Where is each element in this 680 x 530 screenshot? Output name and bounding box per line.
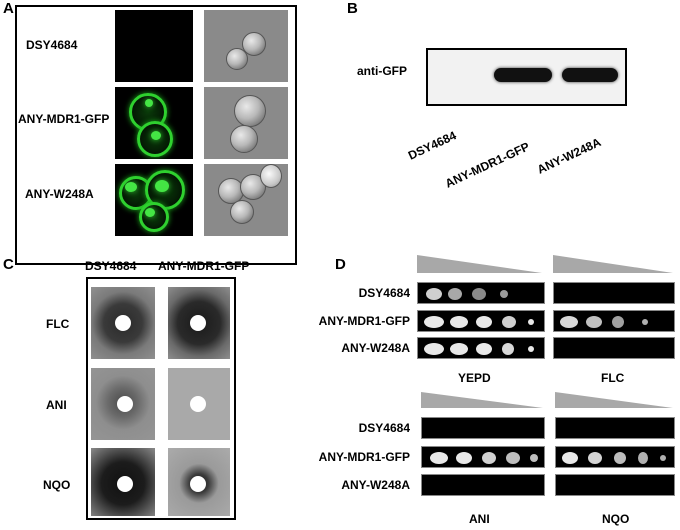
- spot-strip-nqo-dsy4684: [555, 417, 675, 439]
- panel-c-frame: [86, 277, 236, 520]
- dic-image-mdr1-gfp: [204, 87, 288, 159]
- halo-plate-dsy4684-nqo: [91, 448, 155, 516]
- panel-c-row-label-2: ANI: [46, 398, 67, 412]
- band-label: anti-GFP: [357, 64, 407, 78]
- spot-strip-yepd-w248a: [417, 337, 545, 359]
- panel-d-bottom-row-label-1: DSY4684: [358, 421, 410, 435]
- panel-c-row-label-1: FLC: [46, 317, 70, 331]
- condition-label-nqo: NQO: [602, 512, 630, 526]
- spot-strip-yepd-dsy4684: [417, 282, 545, 304]
- spot-strip-flc-w248a: [553, 337, 675, 359]
- western-blot: [426, 48, 627, 106]
- spot-strip-nqo-mdr1-gfp: [555, 446, 675, 468]
- spot-strip-flc-mdr1-gfp: [553, 310, 675, 332]
- dic-image-w248a: [204, 164, 288, 236]
- halo-plate-mdr1-gfp-nqo: [168, 448, 230, 516]
- panel-a-letter: A: [3, 0, 14, 17]
- spot-strip-ani-mdr1-gfp: [421, 446, 545, 468]
- fluor-image-w248a: [115, 164, 193, 236]
- blot-band-mdr1-gfp: [494, 68, 552, 82]
- dilution-wedge-yepd: [417, 255, 542, 273]
- halo-plate-mdr1-gfp-ani: [168, 368, 230, 440]
- blot-lane-label-2: ANY-MDR1-GFP: [443, 139, 532, 191]
- halo-plate-mdr1-gfp-flc: [168, 287, 230, 359]
- panel-d-top-row-label-3: ANY-W248A: [341, 341, 410, 355]
- halo-plate-dsy4684-flc: [91, 287, 155, 359]
- panel-b-letter: B: [347, 0, 358, 17]
- panel-a-row-label-3: ANY-W248A: [25, 187, 94, 201]
- dilution-wedge-nqo: [555, 392, 673, 408]
- panel-c-col-label-1: DSY4684: [85, 259, 137, 273]
- panel-d-bottom-row-label-2: ANY-MDR1-GFP: [318, 450, 410, 464]
- dic-image-dsy4684: [204, 10, 288, 82]
- dilution-wedge-flc: [553, 255, 673, 273]
- blot-band-w248a: [562, 68, 618, 82]
- spot-strip-flc-dsy4684: [553, 282, 675, 304]
- dilution-wedge-ani: [421, 392, 543, 408]
- condition-label-yepd: YEPD: [458, 371, 491, 385]
- spot-strip-ani-dsy4684: [421, 417, 545, 439]
- panel-d-top-row-label-2: ANY-MDR1-GFP: [318, 314, 410, 328]
- panel-c-col-label-2: ANY-MDR1-GFP: [158, 259, 250, 273]
- condition-label-ani: ANI: [469, 512, 490, 526]
- panel-a-row-label-1: DSY4684: [26, 38, 78, 52]
- panel-a-frame: [15, 5, 297, 265]
- condition-label-flc: FLC: [601, 371, 625, 385]
- panel-a-row-label-2: ANY-MDR1-GFP: [18, 112, 110, 126]
- panel-c-row-label-3: NQO: [43, 478, 71, 492]
- panel-d-bottom-row-label-3: ANY-W248A: [341, 478, 410, 492]
- panel-d-top-row-label-1: DSY4684: [358, 286, 410, 300]
- spot-strip-ani-w248a: [421, 474, 545, 496]
- fluor-image-dsy4684: [115, 10, 193, 82]
- blot-lane-label-3: ANY-W248A: [535, 134, 604, 177]
- panel-d-letter: D: [335, 256, 346, 273]
- fluor-image-mdr1-gfp: [115, 87, 193, 159]
- blot-lane-label-1: DSY4684: [406, 128, 459, 163]
- halo-plate-dsy4684-ani: [91, 368, 155, 440]
- panel-c-letter: C: [3, 256, 14, 273]
- spot-strip-yepd-mdr1-gfp: [417, 310, 545, 332]
- spot-strip-nqo-w248a: [555, 474, 675, 496]
